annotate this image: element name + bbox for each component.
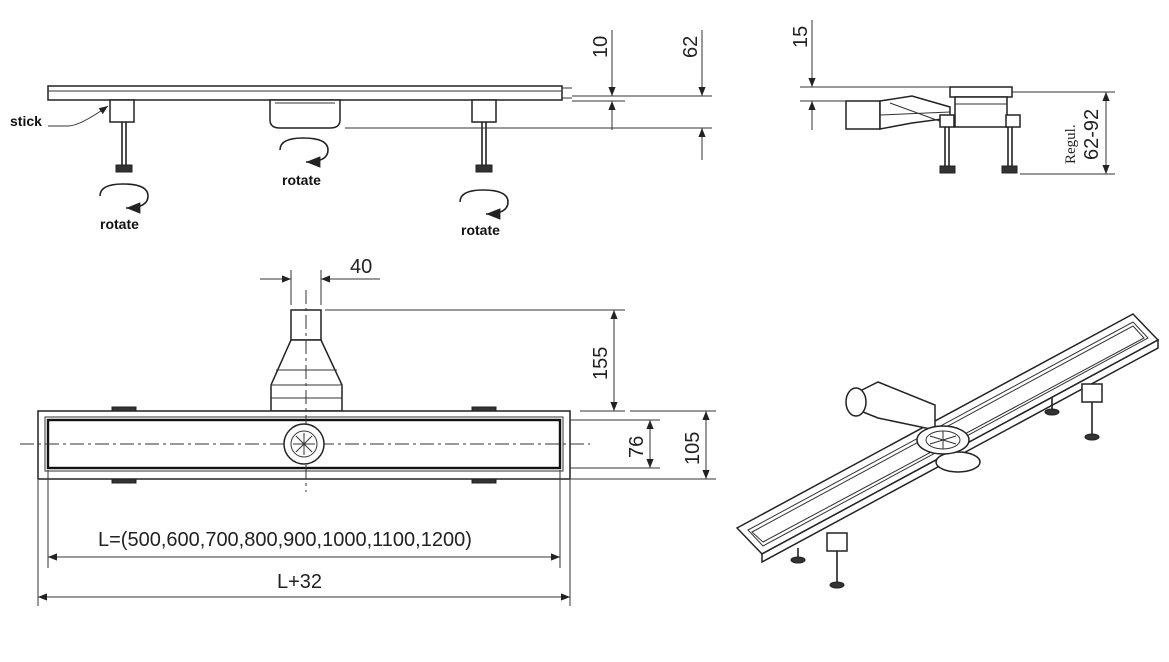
side-view: stick rotate rotate rotate 10 62 — [10, 30, 712, 238]
dim-grate-height: 15 — [790, 26, 812, 48]
right-foot — [475, 164, 493, 173]
sump-body — [269, 99, 341, 129]
channel-end-cover — [949, 86, 1013, 98]
outlet-pipe-end — [845, 100, 881, 130]
dim-length-options: L=(500,600,700,800,900,1000,1100,1200) — [98, 529, 472, 551]
rotate-label-right: rotate — [461, 222, 500, 238]
right-bracket — [471, 99, 497, 123]
dim-adjust-range: 62-92 — [1081, 109, 1103, 160]
rotate-icon-center: rotate — [279, 137, 329, 188]
end-left-foot — [939, 165, 956, 174]
iso-outlet — [857, 381, 936, 431]
isometric-view — [735, 313, 1160, 589]
dim-outlet-width: 40 — [350, 256, 372, 278]
iso-legs — [790, 383, 1103, 589]
dim-overall-length: L+32 — [277, 571, 322, 593]
stick-label: stick — [10, 113, 42, 129]
dim-total-height: 62 — [680, 36, 702, 58]
drain-grate-icon — [283, 423, 325, 465]
dim-inner-width: 76 — [626, 436, 648, 458]
rotate-label-center: rotate — [282, 172, 321, 188]
dim-outlet-length: 155 — [590, 347, 612, 380]
rotate-icon-left: rotate — [99, 183, 149, 232]
top-view: 40 155 76 105 L=(500,600,700,800,900,100… — [20, 256, 716, 606]
channel-end-body — [954, 96, 1008, 128]
dim-cover-thickness: 10 — [590, 36, 612, 58]
left-foot — [115, 164, 133, 173]
regul-label: Regul. — [1063, 124, 1079, 164]
rotate-label-left: rotate — [100, 216, 139, 232]
dim-outer-width: 105 — [682, 432, 704, 465]
rotate-icon-right: rotate — [459, 189, 509, 238]
end-view: 15 Regul. 62-92 — [790, 20, 1115, 175]
end-right-foot — [1001, 165, 1018, 174]
channel-side-profile — [47, 85, 563, 101]
left-bracket — [109, 99, 135, 123]
